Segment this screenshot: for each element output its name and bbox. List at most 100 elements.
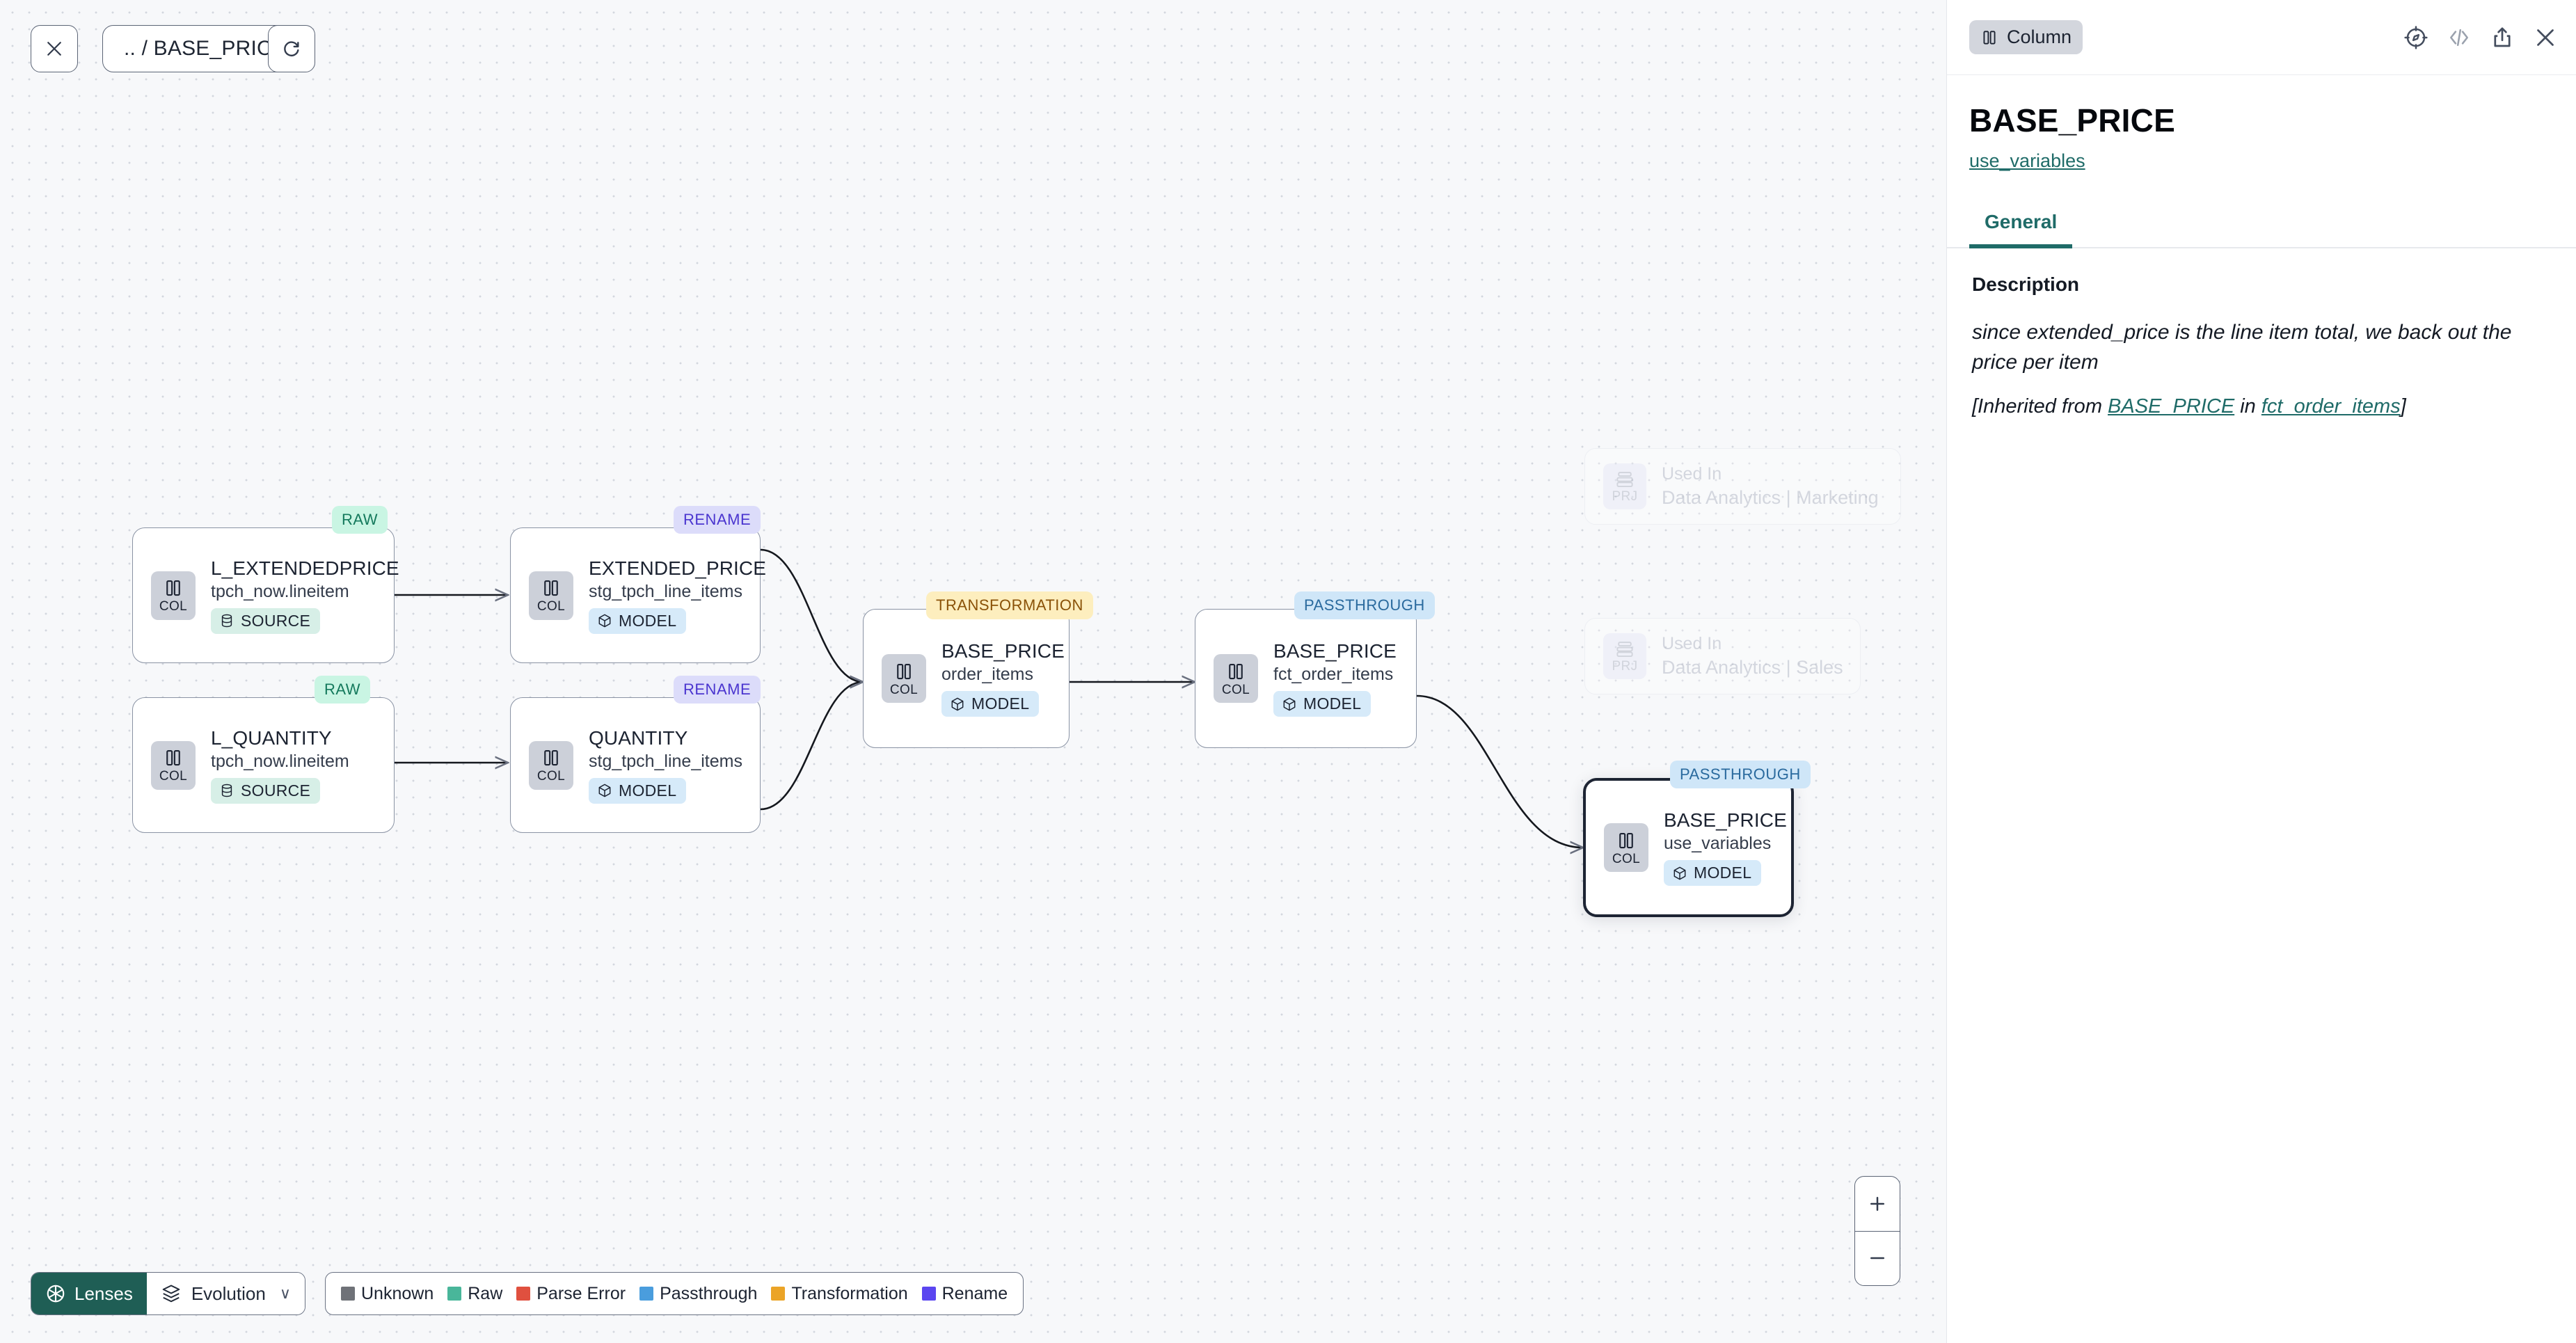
close-lineage-button[interactable] (31, 25, 78, 72)
details-panel-header: Column (1947, 0, 2576, 75)
lenses-button[interactable]: Lenses (31, 1273, 147, 1314)
node-tag-passthrough: PASSTHROUGH (1670, 761, 1811, 788)
refresh-icon (284, 41, 299, 56)
legend-label: Passthrough (660, 1283, 758, 1303)
node-subtitle: stg_tpch_line_items (589, 751, 742, 771)
column-icon (544, 580, 558, 596)
col-badge-label: COL (889, 682, 919, 697)
node-title: BASE_PRICE (941, 640, 1065, 662)
prj-badge: PRJ (1603, 633, 1646, 679)
legend-swatch (341, 1287, 355, 1301)
description-text: since extended_price is the line item to… (1972, 321, 2512, 374)
inherited-prefix: [Inherited from (1972, 395, 2108, 418)
node-subtitle: stg_tpch_line_items (589, 581, 742, 601)
lineage-node-extended-price[interactable]: COL EXTENDED_PRICE stg_tpch_line_items M… (510, 527, 766, 663)
prj-badge: PRJ (1603, 463, 1646, 509)
cube-icon (951, 697, 964, 710)
col-badge: COL (882, 654, 926, 703)
code-button[interactable] (2447, 25, 2472, 50)
node-chip-label: SOURCE (241, 611, 311, 630)
legend-swatch (771, 1287, 786, 1301)
legend-label: Transformation (791, 1283, 908, 1303)
ghost-node-used-in-sales[interactable]: PRJ Used In Data Analytics | Sales (1584, 618, 1861, 694)
evolution-label: Evolution (191, 1282, 266, 1304)
share-button[interactable] (2490, 25, 2515, 50)
panel-body: Description since extended_price is the … (1947, 248, 2576, 418)
compass-button[interactable] (2403, 25, 2428, 50)
description-inherited-note: [Inherited from BASE_PRICE in fct_order_… (1972, 395, 2551, 418)
legend-item-rename: Rename (921, 1284, 1008, 1304)
lineage-canvas[interactable]: .. / BASE_PRICE PRJ Used In (0, 0, 1946, 1343)
panel-tabs: General (1947, 204, 2576, 248)
cube-icon (1673, 866, 1686, 880)
node-title: BASE_PRICE (1664, 809, 1787, 831)
refresh-button[interactable] (268, 25, 315, 72)
legend-item-passthrough: Passthrough (639, 1284, 757, 1304)
model-link[interactable]: use_variables (1969, 150, 2085, 171)
lineage-node-base-price-order-items[interactable]: COL BASE_PRICE order_items MODEL (863, 609, 1070, 748)
inherited-suffix: ] (2400, 395, 2406, 418)
node-subtitle: tpch_now.lineitem (211, 751, 349, 771)
close-icon (47, 42, 61, 56)
lineage-node-l-quantity[interactable]: COL L_QUANTITY tpch_now.lineitem SOURCE (132, 697, 395, 833)
col-badge: COL (529, 571, 573, 620)
node-tag-passthrough: PASSTHROUGH (1294, 591, 1435, 619)
panel-actions (2403, 25, 2558, 50)
close-panel-button[interactable] (2533, 25, 2558, 50)
legend-item-unknown: Unknown (341, 1284, 434, 1304)
tab-general[interactable]: General (1969, 204, 2073, 248)
ghost-node-name: Data Analytics | Sales (1662, 657, 1843, 678)
lineage-node-quantity[interactable]: COL QUANTITY stg_tpch_line_items MODEL (510, 697, 761, 833)
ghost-node-label: Used In (1662, 634, 1722, 653)
minus-icon (1870, 1257, 1884, 1259)
lineage-node-l-extendedprice[interactable]: COL L_EXTENDEDPRICE tpch_now.lineitem SO… (132, 527, 399, 663)
col-badge-label: COL (1221, 682, 1250, 697)
column-icon (1619, 832, 1633, 848)
node-chip-source: SOURCE (211, 607, 321, 634)
column-icon (1229, 663, 1243, 679)
inherited-model-link[interactable]: fct_order_items (2261, 395, 2401, 418)
node-title: EXTENDED_PRICE (589, 557, 767, 579)
entity-type-badge: Column (1969, 20, 2083, 54)
details-panel: Column (1946, 0, 2576, 1343)
legend-label: Parse Error (536, 1283, 626, 1303)
node-tag-raw: RAW (332, 506, 388, 534)
legend-label: Raw (468, 1283, 503, 1303)
aperture-icon (47, 1285, 65, 1303)
cube-icon (598, 614, 611, 628)
node-chip-label: MODEL (619, 611, 677, 630)
legend-swatch (921, 1287, 936, 1301)
node-chip-label: MODEL (1303, 694, 1362, 713)
lenses-label: Lenses (74, 1282, 133, 1304)
node-subtitle: fct_order_items (1273, 665, 1394, 684)
node-chip-source: SOURCE (211, 777, 321, 804)
zoom-in-button[interactable] (1855, 1177, 1900, 1232)
lineage-node-base-price-fct-order-items[interactable]: COL BASE_PRICE fct_order_items MODEL (1195, 609, 1417, 748)
plus-icon (1870, 1196, 1884, 1211)
database-icon (221, 784, 232, 797)
column-icon (166, 749, 180, 766)
zoom-out-button[interactable] (1855, 1232, 1900, 1286)
lenses-toolbar[interactable]: Lenses Evolution ∨ (31, 1272, 305, 1315)
project-icon (1616, 641, 1633, 657)
inherited-column-link[interactable]: BASE_PRICE (2108, 395, 2235, 418)
lineage-node-base-price-use-variables[interactable]: COL BASE_PRICE use_variables MODEL (1583, 778, 1794, 917)
zoom-controls[interactable] (1854, 1176, 1900, 1286)
col-badge-label: COL (1612, 851, 1641, 866)
inherited-middle: in (2234, 395, 2261, 418)
node-title: L_QUANTITY (211, 726, 332, 749)
project-icon (1616, 471, 1633, 487)
column-icon (897, 663, 911, 679)
col-badge: COL (151, 571, 196, 620)
layers-icon (162, 1285, 180, 1303)
code-icon (2450, 29, 2468, 46)
col-badge-label: COL (159, 769, 188, 784)
cube-icon (1283, 697, 1296, 710)
node-tag-raw: RAW (315, 676, 371, 704)
node-chip-label: MODEL (619, 781, 677, 800)
evolution-dropdown[interactable]: Evolution ∨ (146, 1273, 305, 1314)
ghost-node-label: Used In (1662, 464, 1722, 484)
node-chip-model: MODEL (1273, 691, 1372, 717)
legend-swatch (516, 1287, 531, 1301)
ghost-node-used-in-marketing[interactable]: PRJ Used In Data Analytics | Marketing (1584, 448, 1901, 525)
